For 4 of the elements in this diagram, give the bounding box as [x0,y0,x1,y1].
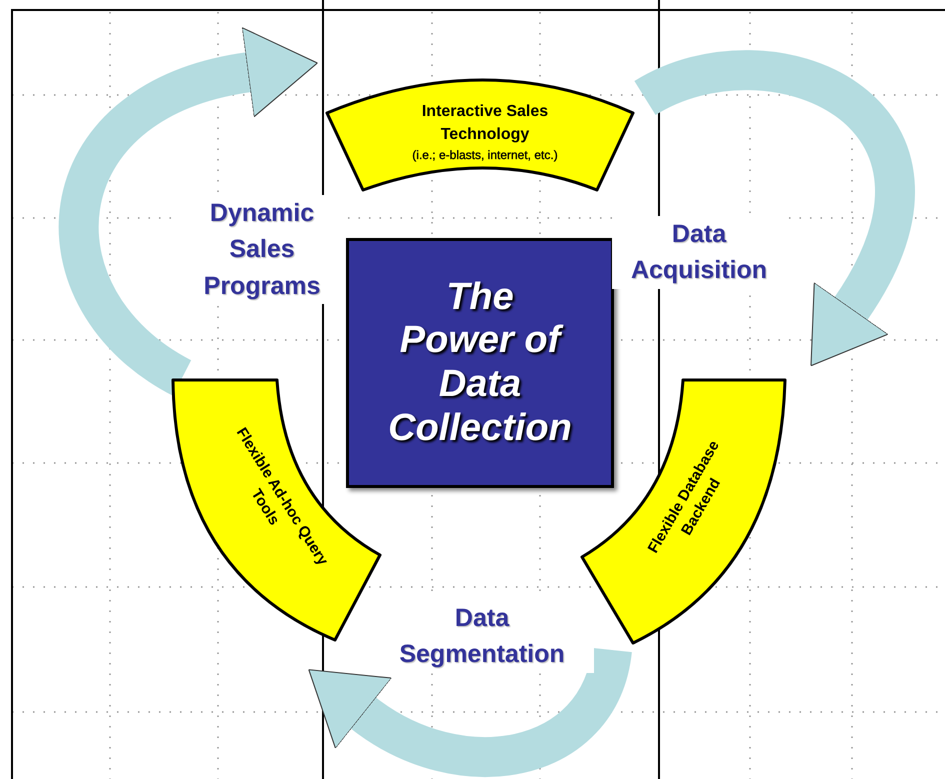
segment-note: (i.e.; e-blasts, internet, etc.) [411,148,559,164]
title-box [346,238,614,488]
segment-label: Interactive Sales Technology [420,102,550,146]
title-text: The Power of Data Collection [387,276,573,450]
